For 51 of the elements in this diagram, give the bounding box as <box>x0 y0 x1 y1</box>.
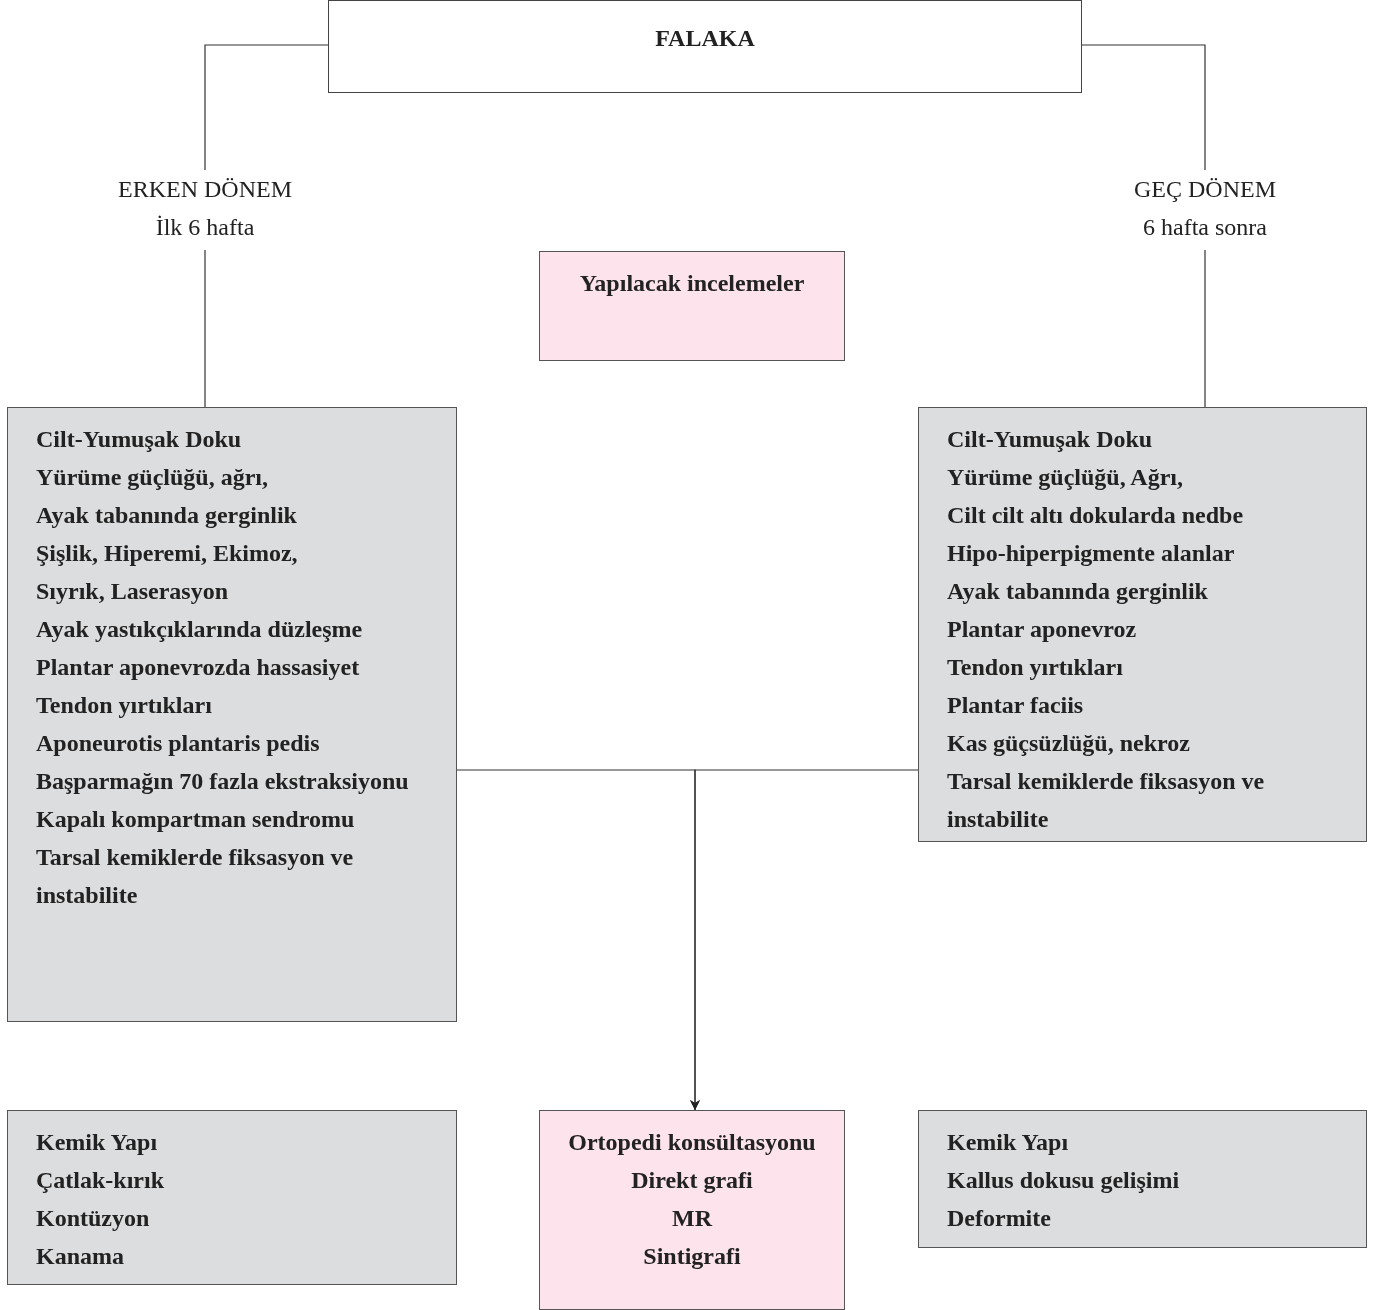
box-text: Tarsal kemiklerde fiksasyon ve instabilite <box>947 767 1266 834</box>
box-text: Başparmağın 70 fazla ekstraksiyonu <box>36 767 410 796</box>
box-text: Kallus dokusu gelişimi <box>947 1166 1181 1195</box>
connector-line <box>1204 249 1206 408</box>
box-text: Kas güçsüzlüğü, nekroz <box>947 729 1191 758</box>
box-text: Sintigrafi <box>642 1242 742 1271</box>
box-text: Direkt grafi <box>630 1166 754 1195</box>
connector-line <box>1081 44 1206 171</box>
text-box <box>539 1110 845 1310</box>
box-text: ERKEN DÖNEM <box>117 175 293 204</box>
box-text: Yürüme güçlüğü, ağrı, <box>36 463 269 492</box>
box-text: Kemik Yapı <box>947 1128 1070 1157</box>
box-text: FALAKA <box>654 24 756 53</box>
box-text: Tendon yırtıkları <box>36 691 213 720</box>
box-text: Plantar faciis <box>947 691 1085 720</box>
box-text: Ayak tabanında gerginlik <box>36 501 298 530</box>
box-text: Tarsal kemiklerde fiksasyon ve instabilite <box>36 843 355 910</box>
box-text: Sıyrık, Laserasyon <box>36 577 230 606</box>
box-text: Cilt cilt altı dokularda nedbe <box>947 501 1245 530</box>
box-text: Tendon yırtıkları <box>947 653 1124 682</box>
box-text: 6 hafta sonra <box>1142 213 1268 242</box>
arrow <box>690 769 919 1111</box>
box-text: Yapılacak incelemeler <box>578 269 806 298</box>
box-text: Cilt-Yumuşak Doku <box>36 425 243 454</box>
box-text: Deformite <box>947 1204 1052 1233</box>
box-text: Hipo-hiperpigmente alanlar <box>947 539 1236 568</box>
box-text: İlk 6 hafta <box>154 213 256 242</box>
text-box <box>7 1110 457 1285</box>
text-box <box>539 251 845 361</box>
box-text: Kapalı kompartman sendromu <box>36 805 356 834</box>
text-box <box>328 0 1082 93</box>
connector-line <box>204 249 206 408</box>
box-text: Şişlik, Hiperemi, Ekimoz, <box>36 539 299 568</box>
text-box <box>918 1110 1367 1248</box>
box-text: Ayak tabanında gerginlik <box>947 577 1209 606</box>
box-text: Kemik Yapı <box>36 1128 159 1157</box>
box-text: Çatlak-kırık <box>36 1166 165 1195</box>
box-text: Plantar aponevroz <box>947 615 1138 644</box>
text-box <box>918 407 1367 842</box>
box-text: Kanama <box>36 1242 125 1271</box>
box-text: Ayak yastıkçıklarında düzleşme <box>36 615 364 644</box>
connector-line <box>204 44 329 171</box>
text-box <box>7 407 457 1022</box>
box-text: GEÇ DÖNEM <box>1133 175 1277 204</box>
box-text: Plantar aponevrozda hassasiyet <box>36 653 361 682</box>
box-text: Yürüme güçlüğü, Ağrı, <box>947 463 1184 492</box>
box-text: Aponeurotis plantaris pedis <box>36 729 321 758</box>
box-text: MR <box>671 1204 714 1233</box>
box-text: Ortopedi konsültasyonu <box>567 1128 817 1157</box>
box-text: Kontüzyon <box>36 1204 151 1233</box>
box-text: Cilt-Yumuşak Doku <box>947 425 1154 454</box>
